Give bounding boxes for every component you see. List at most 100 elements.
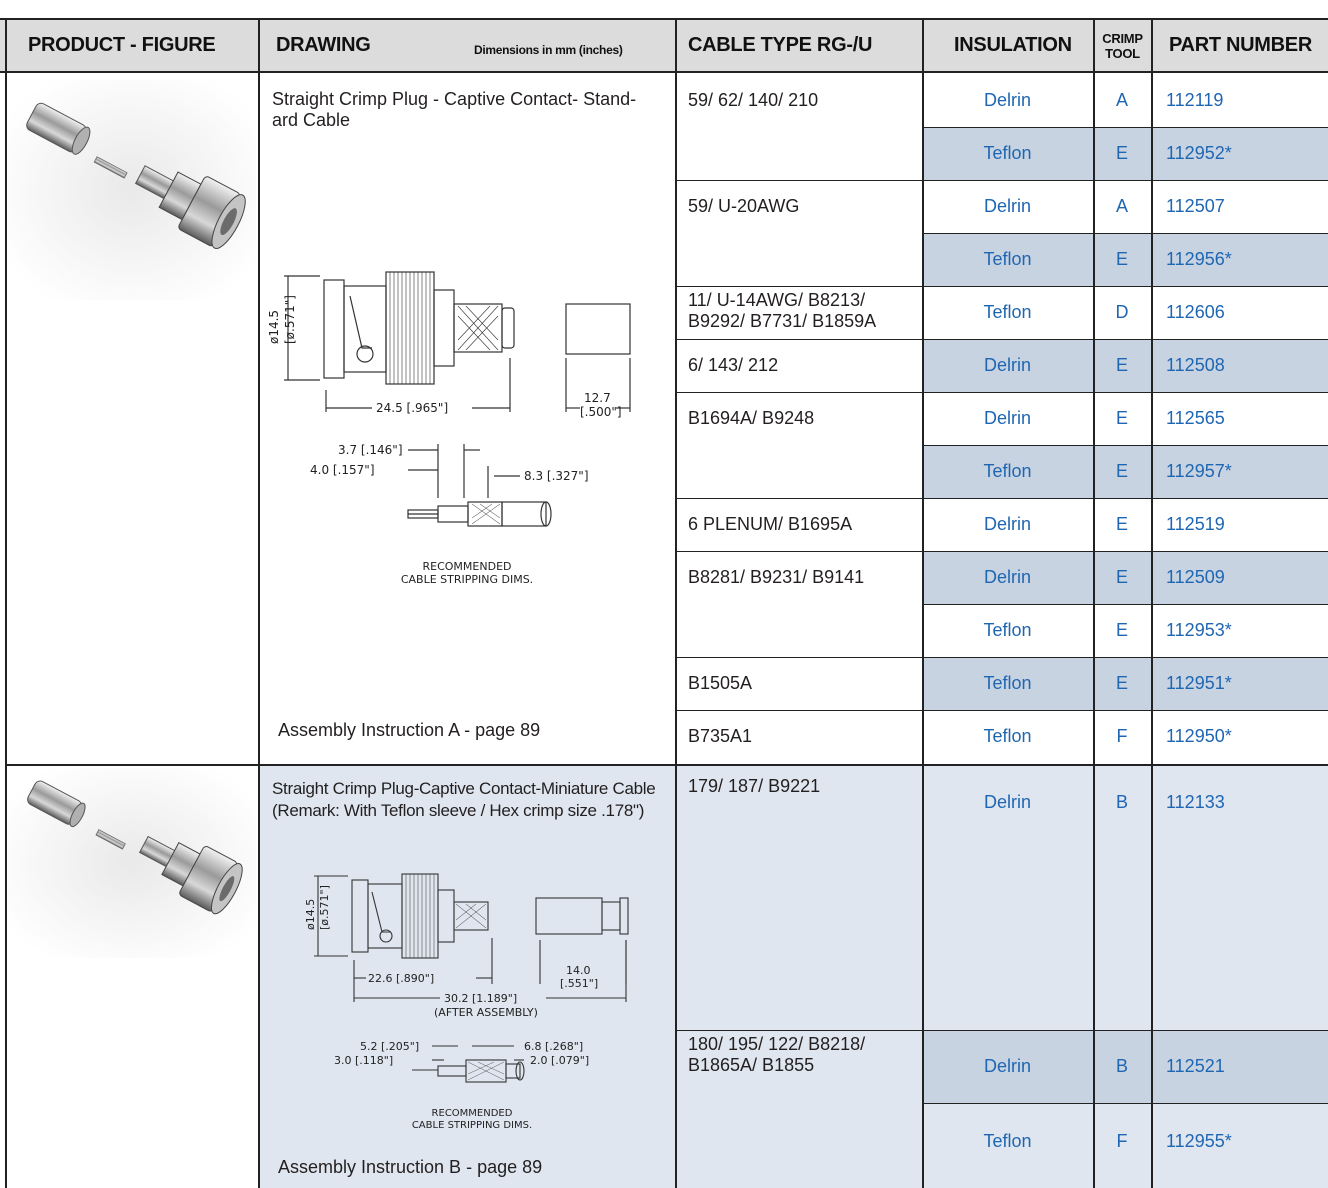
- section2-total-label: 30.2 [1.189"]: [444, 992, 517, 1005]
- header-crimp-line2: TOOL: [1105, 45, 1140, 61]
- section1-dia-label: ø14.5: [267, 310, 281, 344]
- header-crimp-tool: CRIMP TOOL: [1094, 18, 1151, 73]
- crimp-tool-cell: E: [1115, 408, 1128, 428]
- part-number-cell: 112119: [1166, 90, 1224, 110]
- col-divider: [675, 18, 677, 1188]
- section2-shade: [258, 765, 1328, 1188]
- row-shade: [922, 233, 1328, 286]
- cable-line: B9292/ B7731/ B1859A: [688, 311, 877, 331]
- cable-type-cell: 11/ U-14AWG/ B8213/ B9292/ B7731/ B1859A: [688, 290, 876, 332]
- section1-d2-label: 4.0 [.157"]: [310, 463, 375, 477]
- header-cable-type: CABLE TYPE RG-/U: [688, 34, 873, 56]
- row-divider: [675, 498, 1328, 499]
- insulation-cell: Teflon: [983, 249, 1032, 269]
- section1-d3-label: 8.3 [.327"]: [524, 469, 589, 483]
- section2-assembly-instruction: Assembly Instruction B - page 89: [278, 1157, 543, 1177]
- row-divider: [675, 180, 1328, 181]
- row-divider: [675, 339, 1328, 340]
- part-number-cell: 112509: [1166, 567, 1225, 587]
- section2-rec2: CABLE STRIPPING DIMS.: [412, 1120, 532, 1131]
- bnc-plug-figure-miniature: [8, 768, 256, 958]
- cable-type-cell: 180/ 195/ 122/ B8218/ B1865A/ B1855: [688, 1034, 865, 1076]
- section-divider: [5, 764, 1328, 766]
- section2-title-line1: Straight Crimp Plug-Captive Contact-Mini…: [272, 779, 656, 798]
- section2-title-line2: (Remark: With Teflon sleeve / Hex crimp …: [272, 801, 645, 820]
- header-insulation: INSULATION: [954, 34, 1072, 56]
- cable-type-cell: B1505A: [688, 673, 753, 693]
- crimp-tool-cell: A: [1115, 196, 1128, 216]
- cable-type-cell: B735A1: [688, 726, 753, 746]
- row-divider: [675, 551, 1328, 552]
- insulation-cell: Teflon: [983, 673, 1032, 693]
- section1-rec1: RECOMMENDED: [423, 560, 512, 573]
- cable-type-cell: 59/ U-20AWG: [688, 196, 800, 216]
- cable-line: 11/ U-14AWG/ B8213/: [688, 290, 866, 310]
- cable-line: 180/ 195/ 122/ B8218/: [688, 1034, 866, 1054]
- cable-type-cell: 179/ 187/ B9221: [688, 776, 821, 796]
- crimp-tool-cell: F: [1116, 1130, 1128, 1151]
- col-divider: [258, 18, 260, 1188]
- part-number-cell: 112519: [1166, 514, 1225, 534]
- section1-title-line2: ard Cable: [272, 110, 351, 130]
- section1-len-label: 24.5 [.965"]: [376, 401, 448, 415]
- row-divider: [675, 657, 1328, 658]
- part-number-cell: 112565: [1166, 408, 1225, 428]
- part-number-cell: 112508: [1166, 355, 1225, 375]
- row-shade: [922, 657, 1328, 710]
- col-divider: [1093, 18, 1095, 1188]
- table-header-bar: [0, 18, 1328, 73]
- insulation-cell: Delrin: [983, 196, 1031, 216]
- insulation-cell: Delrin: [983, 1056, 1031, 1076]
- part-number-cell: 112956*: [1166, 249, 1232, 269]
- row-divider: [675, 392, 1328, 393]
- part-number-cell: 112521: [1166, 1056, 1225, 1076]
- row-shade: [922, 339, 1328, 392]
- insulation-cell: Teflon: [983, 143, 1032, 163]
- crimp-tool-cell: E: [1115, 249, 1128, 269]
- row-divider: [922, 233, 1328, 234]
- cable-type-cell: B1694A/ B9248: [688, 408, 815, 428]
- section1-d1-label: 3.7 [.146"]: [338, 443, 403, 457]
- col-divider: [1151, 18, 1153, 1188]
- crimp-tool-cell: E: [1115, 567, 1128, 587]
- section2-d3-label: 6.8 [.268"]: [524, 1040, 583, 1053]
- part-number-cell: 112952*: [1166, 143, 1232, 163]
- row-shade: [922, 551, 1328, 604]
- crimp-tool-cell: E: [1115, 461, 1128, 481]
- crimp-tool-cell: E: [1115, 620, 1128, 640]
- row-divider: [922, 604, 1328, 605]
- section1-assembly-instruction: Assembly Instruction A - page 89: [278, 720, 541, 740]
- crimp-tool-cell: E: [1115, 514, 1128, 534]
- row-divider: [675, 286, 1328, 287]
- header-dimensions-note: Dimensions in mm (inches): [474, 42, 623, 57]
- insulation-cell: Delrin: [983, 355, 1031, 375]
- cable-type-cell: B8281/ B9231/ B9141: [688, 567, 865, 587]
- insulation-cell: Delrin: [983, 514, 1031, 534]
- section1-title-line1: Straight Crimp Plug - Captive Contact- S…: [272, 89, 637, 109]
- part-number-cell: 112507: [1166, 196, 1225, 216]
- section1-sleeve-in-label: [.500"]: [580, 405, 622, 419]
- insulation-cell: Delrin: [983, 792, 1031, 812]
- section2-after-label: (AFTER ASSEMBLY): [434, 1006, 538, 1019]
- section2-sleeve-label: 14.0: [566, 964, 591, 977]
- section1-sleeve-label: 12.7: [584, 391, 611, 405]
- insulation-cell: Teflon: [983, 1130, 1032, 1151]
- col-divider: [922, 18, 924, 1188]
- section1-technical-drawing: ø14.5 [ø.571"] 24.5 [.965"] 12.7 [.500"]…: [267, 271, 631, 586]
- section2-technical-drawing: ø14.5 [ø.571"] 22.6 [.890"] 14.0 [.551"]…: [304, 873, 629, 1131]
- crimp-tool-cell: F: [1116, 726, 1128, 746]
- row-divider: [922, 127, 1328, 128]
- part-number-cell: 112957*: [1166, 461, 1232, 481]
- crimp-tool-cell: B: [1115, 792, 1128, 812]
- section2-rec1: RECOMMENDED: [432, 1108, 513, 1119]
- section1-rec2: CABLE STRIPPING DIMS.: [401, 573, 533, 586]
- insulation-cell: Teflon: [983, 302, 1032, 322]
- crimp-tool-cell: A: [1115, 90, 1128, 110]
- row-divider: [675, 710, 1328, 711]
- row-divider: [922, 1103, 1328, 1104]
- row-shade: [922, 445, 1328, 498]
- insulation-cell: Teflon: [983, 620, 1032, 640]
- section2-dia-in-label: [ø.571"]: [318, 885, 331, 930]
- section2-d1-label: 5.2 [.205"]: [360, 1040, 419, 1053]
